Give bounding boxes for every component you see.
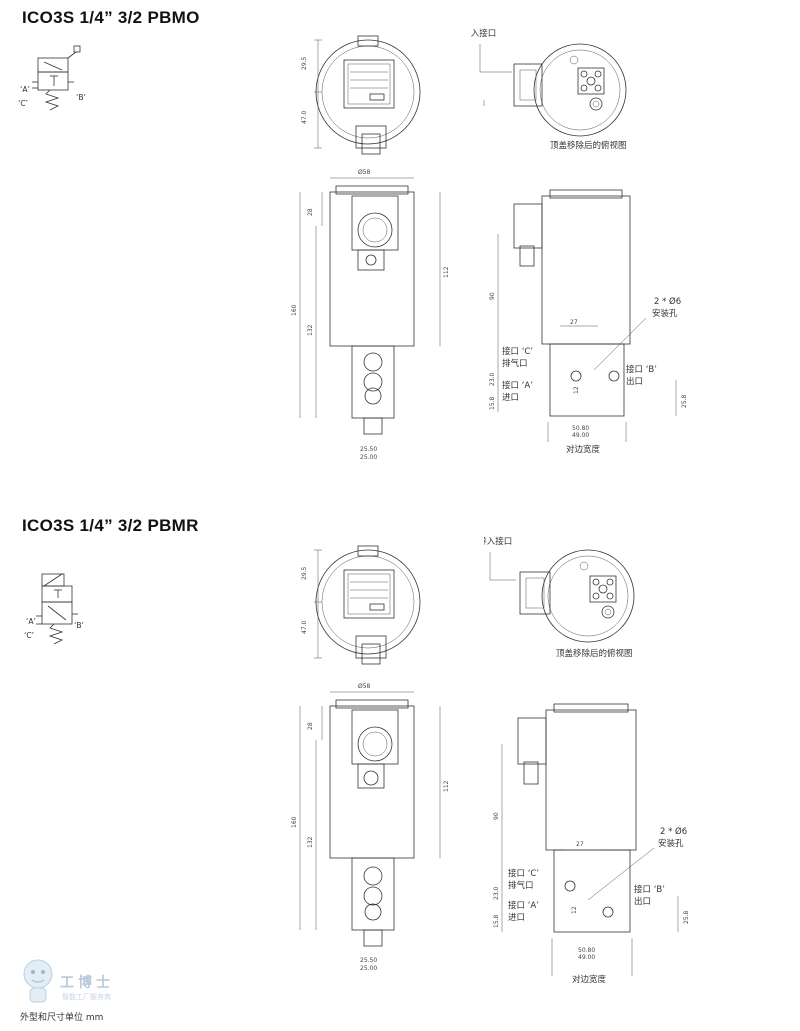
top-view-caption: 顶盖移除后的俯视图 [550,140,627,151]
dim-112: 112 [443,780,450,792]
watermark-title: 工博士 [60,975,114,991]
port-b-label: 接口 ‘B’ [634,884,665,895]
dim-160: 160 [291,304,298,316]
top-view-drawing-pbmr: 29.5 47.0 [301,545,421,665]
valve-symbol-pbmo: ‘A’ ‘B’ ‘C’ [18,45,86,111]
dim-112: 112 [443,266,450,278]
units-footnote: 外型和尺寸单位 mm [20,1013,104,1023]
valve-symbol-pbmr: ‘A’ ‘B’ ‘C’ [24,573,84,645]
front-elevation-pbmr: Ø58 28 160 132 112 25.50 25.00 [291,683,450,972]
dim-top-29-5: 29.5 [301,566,308,580]
holes-sub-label: 安装孔 [658,838,684,849]
port-a-label: 接口 ‘A’ [502,380,533,391]
dim-160: 160 [291,816,298,828]
watermark-mascot-icon [23,959,53,1003]
symbol-port-b-label: ‘B’ [76,93,86,102]
symbol-port-a-label: ‘A’ [26,617,36,626]
dim-15-8: 15.8 [493,914,500,928]
symbol-port-b-label: ‘B’ [74,621,84,630]
watermark-subtitle: 智能工厂服务商 [62,993,111,1001]
section-title-pbmo: ICO3S 1/4” 3/2 PBMO [22,8,200,27]
dim-dia-58: Ø58 [358,169,371,176]
top-view-caption: 顶盖移除后的俯视图 [556,648,633,659]
dim-top-47: 47.0 [301,110,308,124]
dim-49-00: 49.00 [578,954,595,961]
port-a-label: 接口 ‘A’ [508,900,539,911]
holes-label: 2 * Ø6 [654,296,681,307]
top-view-drawing-pbmo: 29.5 47.0 [301,35,421,155]
port-a-sub-label: 进口 [508,913,525,923]
symbol-port-c-label: ‘C’ [24,631,34,640]
front-elevation-pbmo: Ø58 28 160 132 112 25.50 25.00 [291,169,450,461]
symbol-port-a-label: ‘A’ [20,85,30,94]
cable-entry-label: 电缆线 导入接口 [470,28,496,39]
side-elevation-pbmo: 90 27 23.0 12 15.8 25.8 50.80 49.00 对边宽度… [489,189,688,455]
dim-27: 27 [576,841,584,848]
dim-23: 23.0 [489,372,496,386]
port-c-label: 接口 ‘C’ [508,868,539,879]
dim-28: 28 [307,208,314,216]
symbol-port-c-label: ‘C’ [18,99,28,108]
port-c-label: 接口 ‘C’ [502,346,533,357]
port-b-label: 接口 ‘B’ [626,364,657,375]
dim-49-00: 49.00 [572,432,589,439]
dim-23: 23.0 [493,886,500,900]
holes-label: 2 * Ø6 [660,826,687,837]
dim-25-8: 25.8 [681,394,688,408]
section-title-pbmr: ICO3S 1/4” 3/2 PBMR [22,516,199,535]
dim-15-8: 15.8 [489,396,496,410]
dim-top-29-5: 29.5 [301,56,308,70]
dim-50-80: 50.80 [572,425,589,432]
dim-top-47: 47.0 [301,620,308,634]
port-c-sub-label: 排气口 [508,880,534,891]
dim-25-00: 25.00 [360,965,377,972]
dim-90: 90 [493,812,500,820]
dim-28: 28 [307,722,314,730]
port-a-sub-label: 进口 [502,393,519,403]
dim-132: 132 [307,836,314,848]
dim-50-80: 50.80 [578,947,595,954]
dim-90: 90 [489,292,496,300]
dim-25-50: 25.50 [360,446,377,453]
top-view-cover-removed-pbmr: 电缆线 导入接口 顶盖移除后的俯视图 [484,536,635,659]
cable-entry-label: 电缆线 导入接口 [484,536,512,547]
dim-27: 27 [570,319,578,326]
dim-dia-58: Ø58 [358,683,371,690]
top-view-cover-removed-pbmo: 电缆线 导入接口 顶盖移除后的俯视图 [470,28,627,151]
across-flats-label: 对边宽度 [566,444,601,455]
dim-25-50: 25.50 [360,957,377,964]
holes-sub-label: 安装孔 [652,308,678,319]
dim-132: 132 [307,324,314,336]
port-b-sub-label: 出口 [626,376,643,387]
dim-25-00: 25.00 [360,454,377,461]
dim-12: 12 [571,906,578,914]
dim-25-8: 25.8 [683,910,690,924]
port-b-sub-label: 出口 [634,896,651,907]
across-flats-label: 对边宽度 [572,974,607,985]
side-elevation-pbmr: 90 27 23.0 12 15.8 25.8 50.80 49.00 对边宽度… [493,703,690,985]
dim-12: 12 [573,386,580,394]
port-c-sub-label: 排气口 [502,358,528,369]
